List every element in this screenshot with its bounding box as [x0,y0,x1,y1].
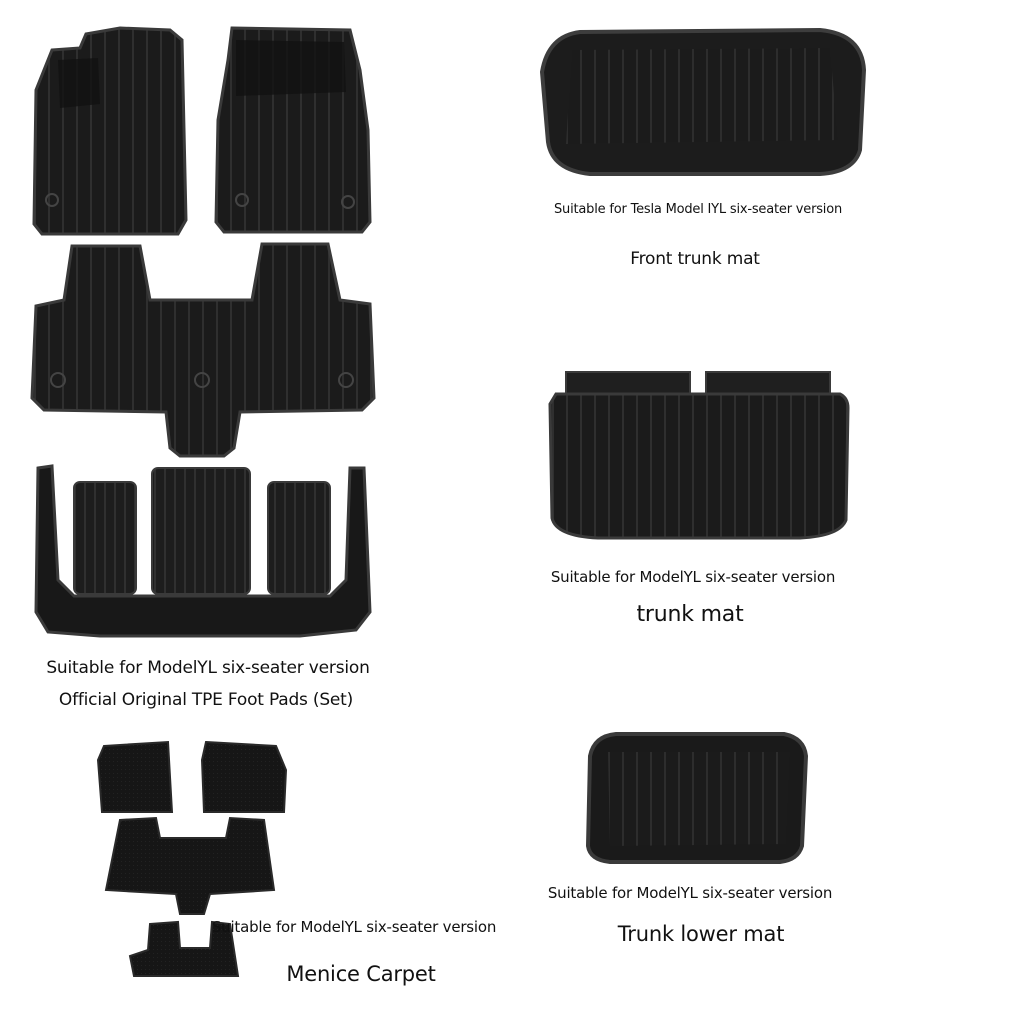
carpet-set-image [96,740,288,977]
tpe-front-right-mat [214,26,372,234]
trunk-lower-mat-image [585,732,809,864]
tpe-front-left-mat [32,26,188,236]
trunk-subtitle: Suitable for ModelYL six-seater version [550,568,836,586]
trunk-title: trunk mat [636,602,744,627]
carpet-title: Menice Carpet [286,962,436,986]
tpe-set-title: Official Original TPE Foot Pads (Set) [58,690,354,710]
trunk-lower-subtitle: Suitable for ModelYL six-seater version [547,884,833,902]
carpet-subtitle: Suitable for ModelYL six-seater version [211,918,497,936]
trunk-lower-title: Trunk lower mat [617,922,785,946]
front-trunk-subtitle: Suitable for Tesla Model IYL six-seater … [554,202,842,217]
tpe-second-row-mat [30,242,376,458]
tpe-set-subtitle: Suitable for ModelYL six-seater version [46,658,370,678]
tpe-third-row-mat [34,464,372,638]
front-trunk-mat-image [539,27,867,176]
front-trunk-title: Front trunk mat [630,249,760,269]
trunk-mat-image [548,371,850,540]
